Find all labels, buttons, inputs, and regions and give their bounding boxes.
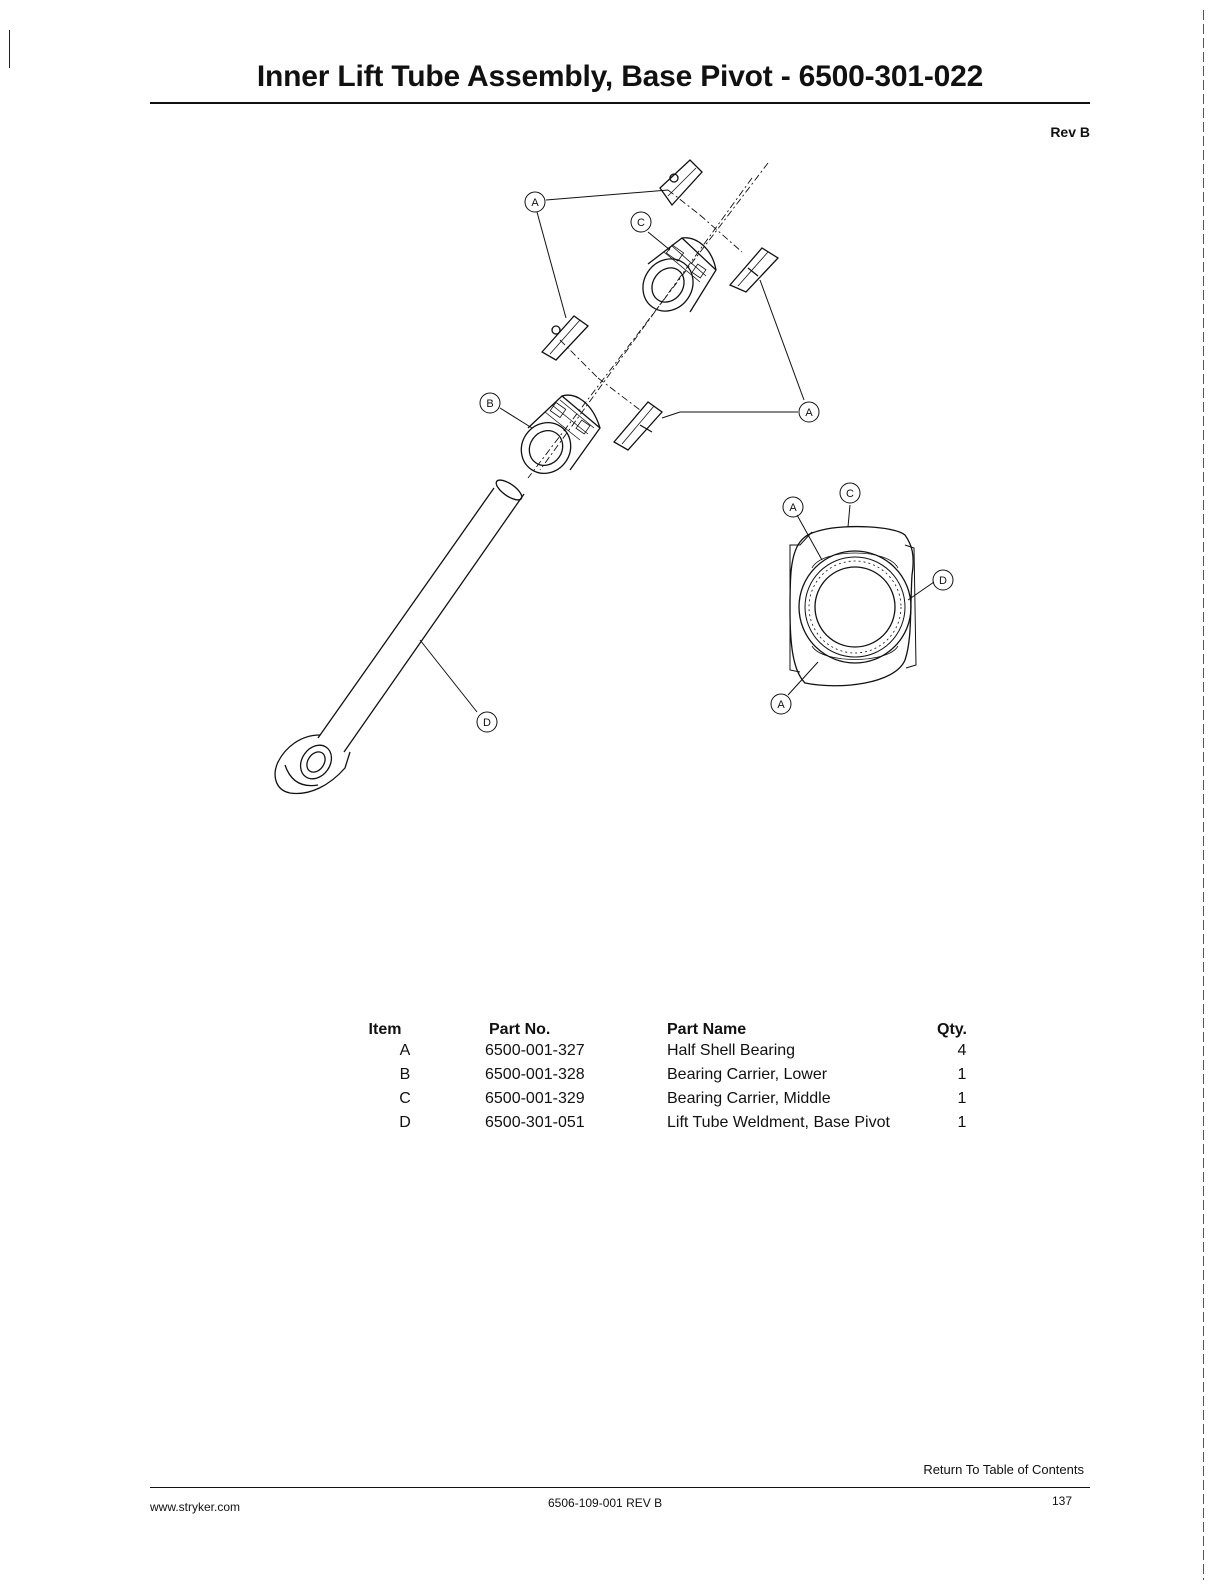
row-part-name: Bearing Carrier, Middle	[667, 1090, 831, 1107]
scan-edge-mark	[9, 30, 10, 68]
footer-rule	[150, 1487, 1090, 1488]
row-part-no: 6500-001-329	[485, 1090, 585, 1107]
scan-edge-line	[1203, 10, 1204, 1580]
half-shell-bearing-left	[540, 315, 589, 361]
row-qty: 1	[957, 1114, 967, 1131]
bearing-carrier-lower	[520, 394, 601, 475]
assembly-axis-lines	[527, 162, 769, 479]
callout-A-right	[798, 401, 820, 423]
row-part-name: Half Shell Bearing	[667, 1042, 796, 1059]
end-view-detail	[789, 525, 917, 687]
callout-D	[476, 711, 498, 733]
row-part-name: Bearing Carrier, Lower	[667, 1066, 828, 1083]
parts-table-header: Item Part No. Part Name Qty.	[325, 1013, 987, 1039]
callout-C	[630, 211, 652, 233]
bearing-carrier-middle	[642, 237, 717, 313]
page-title: Inner Lift Tube Assembly, Base Pivot - 6…	[256, 60, 984, 93]
row-part-no: 6500-001-327	[485, 1042, 585, 1059]
callout-B	[479, 392, 501, 414]
callout-A-top-label: A	[531, 197, 539, 209]
row-qty: 1	[957, 1066, 967, 1083]
header-item: Item	[368, 1021, 402, 1038]
end-view-callout-C-label: C	[846, 488, 854, 500]
row-qty: 1	[957, 1090, 967, 1107]
revision-label: Rev B	[1050, 124, 1090, 140]
table-row: D 6500-301-051 Lift Tube Weldment, Base …	[325, 1111, 987, 1135]
table-row: C 6500-001-329 Bearing Carrier, Middle 1	[325, 1087, 987, 1111]
header-part-name: Part Name	[667, 1021, 747, 1038]
half-shell-bearing-right	[728, 247, 780, 293]
row-item: A	[399, 1042, 411, 1059]
half-shell-bearing-lower-right	[612, 401, 663, 451]
title-underline	[150, 102, 1090, 104]
end-view-callout-D-label: D	[939, 575, 947, 587]
end-view-leaders	[787, 504, 935, 696]
half-shell-bearing-top	[659, 159, 703, 207]
end-view-callout-A-top-label: A	[789, 502, 797, 514]
exploded-assembly-drawing: A C A B D A C D A	[274, 159, 954, 795]
end-view-callout-A-bottom-label: A	[777, 699, 785, 711]
table-row: B 6500-001-328 Bearing Carrier, Lower 1	[325, 1063, 987, 1087]
lift-tube-weldment	[274, 479, 525, 795]
row-qty: 4	[957, 1042, 967, 1059]
row-part-name: Lift Tube Weldment, Base Pivot	[667, 1114, 890, 1131]
callout-A-right-label: A	[805, 407, 813, 419]
row-item: B	[399, 1066, 411, 1083]
end-view-callouts	[770, 482, 954, 715]
return-to-toc-link[interactable]: Return To Table of Contents	[923, 1462, 1084, 1477]
callout-leaders	[419, 189, 805, 713]
callout-C-label: C	[637, 217, 645, 229]
row-part-no: 6500-001-328	[485, 1066, 585, 1083]
header-qty: Qty.	[937, 1021, 967, 1038]
header-part-no: Part No.	[489, 1021, 551, 1038]
parts-list-table: Item Part No. Part Name Qty. A 6500-001-…	[325, 1013, 987, 1135]
footer-website: www.stryker.com	[150, 1500, 241, 1514]
callout-A-top	[524, 191, 546, 213]
callout-D-label: D	[483, 717, 491, 729]
page-number: 137	[1051, 1494, 1072, 1508]
row-part-no: 6500-301-051	[485, 1114, 585, 1131]
callout-bubbles	[476, 191, 820, 733]
callout-B-label: B	[486, 398, 493, 410]
row-item: D	[399, 1114, 411, 1131]
footer-doc-number: 6506-109-001 REV B	[548, 1496, 663, 1510]
row-item: C	[399, 1090, 411, 1107]
table-row: A 6500-001-327 Half Shell Bearing 4	[325, 1039, 987, 1063]
